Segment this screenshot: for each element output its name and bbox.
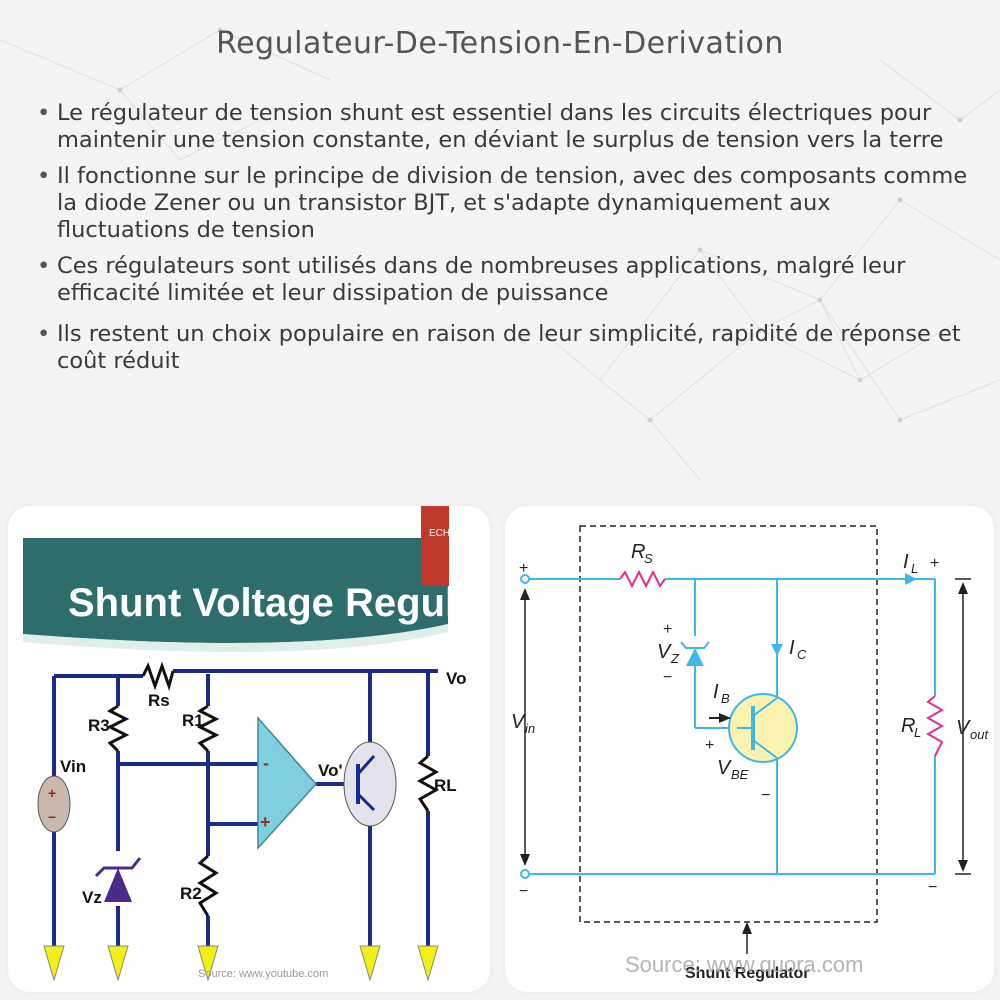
label-r3: R3 <box>88 716 110 735</box>
svg-text:L: L <box>911 561 918 576</box>
label-vo-prime: Vo' <box>318 761 343 780</box>
svg-text:B: B <box>721 691 730 706</box>
label-rs: R <box>631 541 645 563</box>
rs-resistor <box>619 569 666 589</box>
label-vout: V <box>956 717 971 739</box>
label-vz: Vz <box>82 888 102 907</box>
label-vin: Vin <box>60 757 86 776</box>
zener-diode <box>104 868 132 902</box>
terminal-minus-out: − <box>928 879 937 896</box>
label-il: I <box>903 551 909 573</box>
tag-text: ECH <box>429 528 450 539</box>
terminal-plus-out: + <box>930 555 939 572</box>
label-vbe: V <box>717 757 732 779</box>
zener-diode <box>686 648 704 666</box>
label-vo: Vo <box>446 669 466 688</box>
bullet-item: Il fonctionne sur le principe de divisio… <box>35 163 970 244</box>
terminal-plus-in: + <box>519 560 528 577</box>
label-ic: I <box>789 637 795 659</box>
r2-resistor <box>197 854 219 917</box>
left-circuit-image: Shunt Voltage Regulator ECH <box>8 506 490 992</box>
ground-symbols <box>43 945 439 982</box>
right-source-text: Source: www.quora.com <box>625 952 864 977</box>
label-vin: V <box>511 711 526 733</box>
bullet-item: Ces régulateurs sont utilisés dans de no… <box>35 253 970 307</box>
r1-resistor <box>196 704 220 753</box>
label-r1: R1 <box>182 711 204 730</box>
svg-text:in: in <box>525 721 535 736</box>
shunt-regulator-opamp-circuit: Shunt Voltage Regulator ECH <box>23 506 490 982</box>
label-rs: Rs <box>148 691 170 710</box>
bullet-item: Le régulateur de tension shunt est essen… <box>35 100 970 154</box>
svg-text:C: C <box>797 647 807 662</box>
bullet-list: Le régulateur de tension shunt est essen… <box>35 100 970 384</box>
r3-resistor <box>106 704 130 753</box>
rs-resistor <box>141 661 175 692</box>
vbe-plus: + <box>705 737 714 754</box>
svg-text:−: − <box>48 809 56 825</box>
svg-text:L: L <box>914 725 921 740</box>
transistor <box>728 693 798 763</box>
svg-text:out: out <box>970 727 989 742</box>
label-vz: V <box>657 641 672 663</box>
zener-minus: − <box>663 669 672 686</box>
rl-resistor <box>925 695 945 757</box>
left-source-text: Source: www.youtube.com <box>198 968 329 980</box>
caption-shunt-regulator: Shunt Regulator <box>685 965 809 982</box>
label-r2: R2 <box>180 884 202 903</box>
bullet-item: Ils restent un choix populaire en raison… <box>35 321 970 375</box>
rl-resistor <box>416 754 440 812</box>
svg-text:S: S <box>644 551 653 566</box>
terminal-minus-in: − <box>519 883 528 900</box>
vin-source <box>37 775 71 833</box>
zener-plus: + <box>663 621 672 638</box>
label-rl: R <box>901 715 915 737</box>
banner-title: Shunt Voltage Regulator <box>68 581 490 625</box>
regulator-dashed-box <box>579 525 878 923</box>
opamp-plus: + <box>260 812 271 832</box>
label-rl: RL <box>434 776 457 795</box>
label-ib: I <box>713 681 719 703</box>
opamp <box>257 716 318 850</box>
svg-text:BE: BE <box>731 767 749 782</box>
banner-background <box>23 538 448 643</box>
page-title: Regulateur-De-Tension-En-Derivation <box>216 26 784 61</box>
transistor <box>343 741 397 827</box>
svg-text:Z: Z <box>670 651 680 666</box>
shunt-regulator-bjt-circuit: R S I L V Z I C I B V BE V in R L V out … <box>511 525 989 982</box>
opamp-minus: - <box>263 753 269 773</box>
svg-text:+: + <box>48 785 56 801</box>
vbe-minus: − <box>761 787 770 804</box>
tag-badge <box>421 506 449 586</box>
right-circuit-image: R S I L V Z I C I B V BE V in R L V out … <box>505 506 994 992</box>
